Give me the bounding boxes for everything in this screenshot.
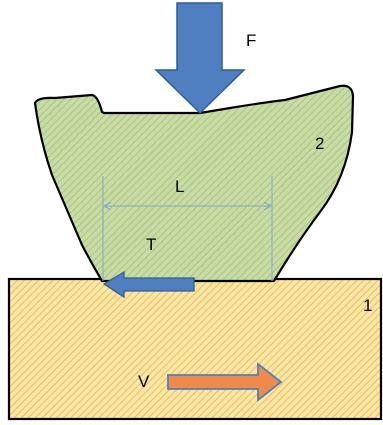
force-arrow-down-icon (154, 2, 246, 115)
velocity-label: V (138, 372, 150, 391)
upper-body (33, 84, 355, 283)
lower-body (7, 277, 383, 421)
upper-body-number: 2 (315, 134, 324, 153)
force-label: F (246, 31, 256, 50)
contact-length-label: L (175, 177, 184, 196)
friction-force-label: T (146, 235, 156, 254)
friction-arrow-left-icon (102, 270, 195, 299)
velocity-arrow-right-icon (167, 362, 283, 402)
lower-body-number: 1 (363, 296, 372, 315)
